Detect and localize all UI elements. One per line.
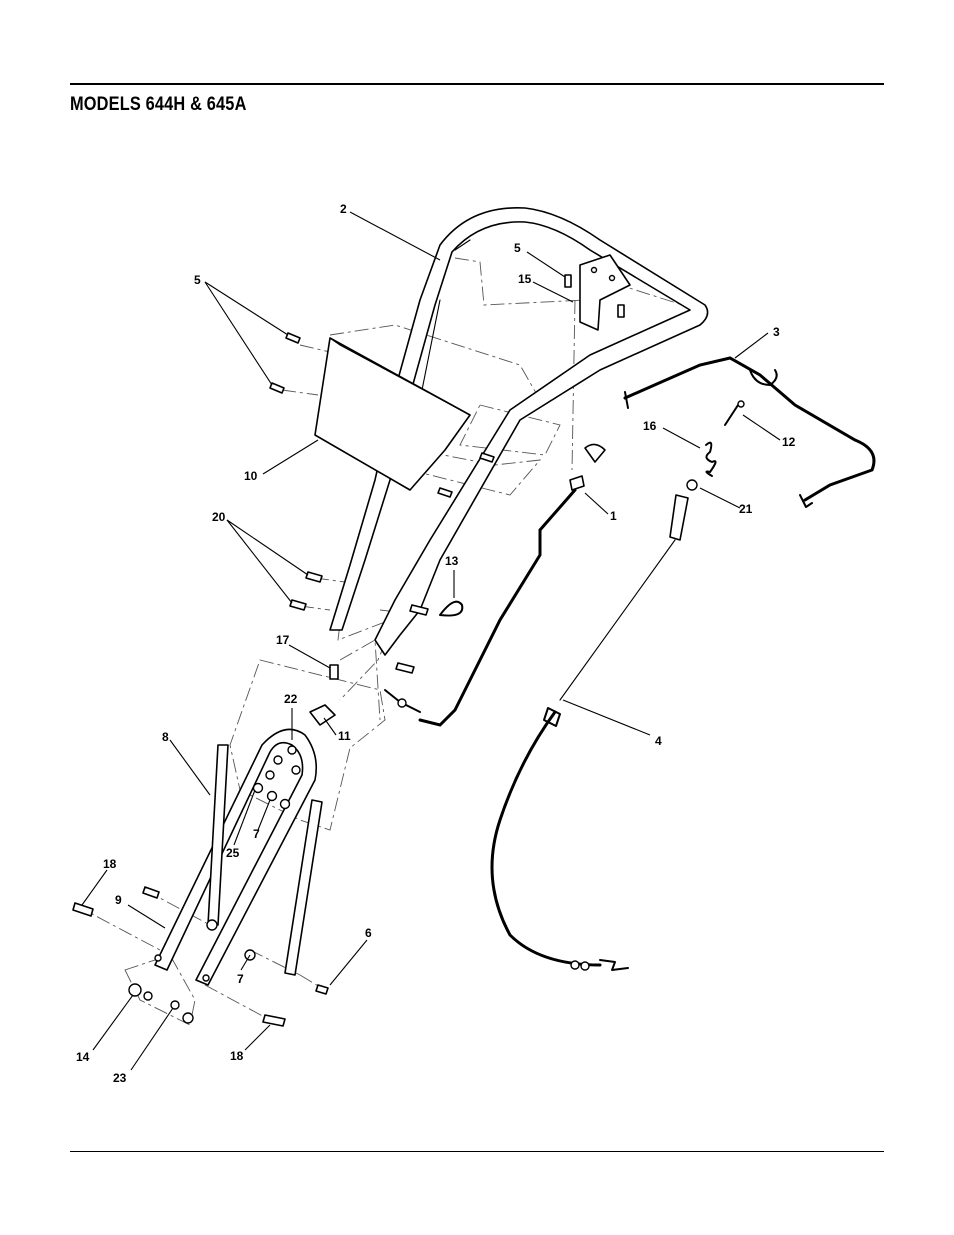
drive-cable bbox=[490, 494, 689, 971]
clip bbox=[439, 600, 464, 617]
page-title: MODELS 644H & 645A bbox=[70, 94, 247, 115]
callout-6: 6 bbox=[365, 926, 372, 940]
leader-lines bbox=[81, 211, 781, 1071]
callout-20: 20 bbox=[212, 510, 226, 524]
callout-7: 7 bbox=[237, 972, 244, 986]
callout-8: 8 bbox=[162, 730, 169, 744]
callout-3: 3 bbox=[773, 325, 780, 339]
callout-25: 25 bbox=[226, 846, 240, 860]
callout-21: 21 bbox=[739, 502, 753, 516]
callout-18: 18 bbox=[230, 1049, 244, 1063]
callout-5: 5 bbox=[514, 241, 521, 255]
callout-12: 12 bbox=[782, 435, 796, 449]
callout-2: 2 bbox=[340, 202, 347, 216]
callout-9: 9 bbox=[115, 893, 122, 907]
mount-bracket bbox=[309, 704, 336, 726]
callout-15: 15 bbox=[518, 272, 532, 286]
callout-10: 10 bbox=[244, 469, 258, 483]
spring-assembly bbox=[686, 400, 745, 491]
callout-7: 7 bbox=[253, 827, 260, 841]
callout-4: 4 bbox=[655, 734, 662, 748]
header-rule bbox=[70, 83, 884, 85]
callout-23: 23 bbox=[113, 1071, 127, 1085]
callout-5: 5 bbox=[194, 273, 201, 287]
callout-22: 22 bbox=[284, 692, 298, 706]
washers bbox=[128, 782, 291, 1024]
handle-panel bbox=[314, 337, 471, 491]
control-cable bbox=[384, 443, 606, 727]
callout-14: 14 bbox=[76, 1050, 90, 1064]
footer-rule bbox=[70, 1151, 884, 1152]
callout-18: 18 bbox=[103, 857, 117, 871]
bracket bbox=[579, 254, 631, 331]
callout-17: 17 bbox=[276, 633, 290, 647]
control-bail bbox=[623, 356, 876, 508]
lower-handle bbox=[154, 728, 318, 986]
hardware bbox=[72, 274, 625, 1027]
callout-1: 1 bbox=[610, 509, 617, 523]
upper-handle bbox=[329, 207, 709, 656]
callout-13: 13 bbox=[445, 554, 459, 568]
brace-bars bbox=[206, 744, 323, 976]
callout-16: 16 bbox=[643, 419, 657, 433]
callout-11: 11 bbox=[338, 729, 351, 743]
callout-labels: 2 5 15 5 3 16 12 10 1 21 20 13 17 22 11 … bbox=[76, 202, 796, 1085]
